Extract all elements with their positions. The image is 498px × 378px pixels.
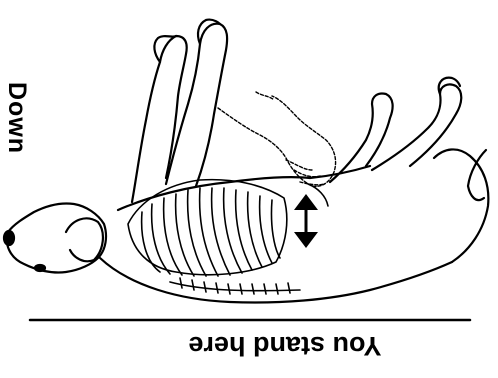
rib-cage [128, 180, 300, 294]
direction-label: Down [2, 82, 31, 154]
dog-rump [434, 149, 488, 262]
position-label: You stand here [150, 330, 420, 361]
double-arrow-icon [294, 194, 318, 248]
dog-head [7, 203, 106, 272]
dog-nose [4, 231, 14, 245]
dog-belly [118, 166, 370, 210]
dog-ear [66, 218, 103, 261]
rear-leg-2 [372, 84, 461, 170]
hand-icon [218, 92, 336, 186]
dog-eye [35, 265, 45, 271]
front-leg-2 [166, 24, 227, 186]
